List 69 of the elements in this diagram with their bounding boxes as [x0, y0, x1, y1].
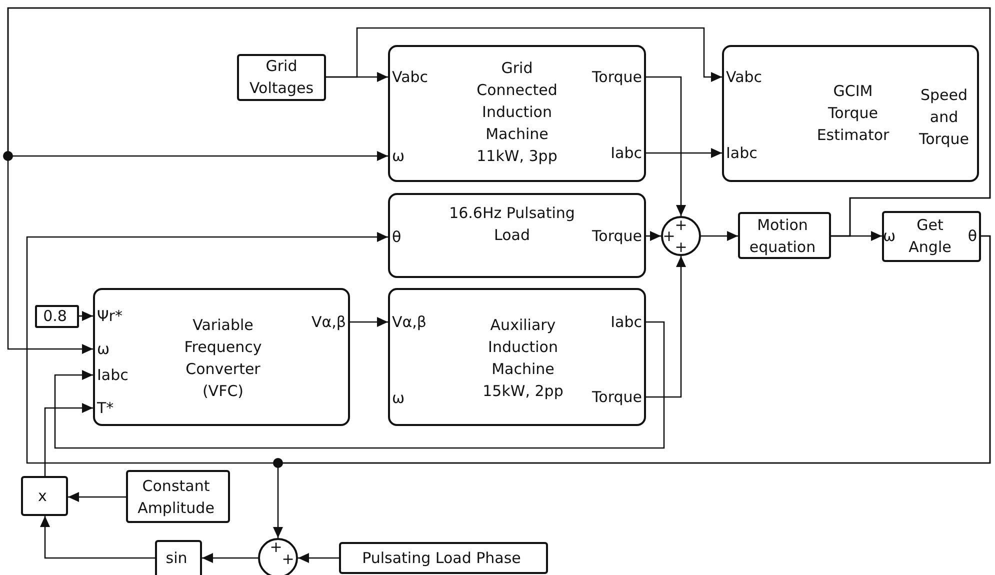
block-label: Grid Voltages	[248, 56, 315, 99]
signal-arrow	[68, 492, 126, 502]
system-block	[722, 45, 979, 182]
summing-junction	[258, 538, 298, 575]
source-block	[126, 470, 230, 523]
signal-arrow	[44, 403, 93, 476]
signal-arrow	[298, 553, 339, 563]
port-label: ω	[392, 146, 406, 167]
block-label: x	[37, 486, 48, 507]
constant-block	[35, 305, 79, 328]
plus-sign: +	[674, 237, 688, 258]
plus-sign: +	[662, 226, 676, 247]
block-label: Constant Amplitude	[136, 476, 216, 519]
port-label: Vabc	[726, 67, 764, 88]
port-label: Vα,β	[392, 312, 428, 333]
port-label: Iabc	[610, 312, 642, 333]
port-label: Vabc	[392, 67, 430, 88]
signal-arrow	[646, 76, 686, 216]
system-block	[882, 211, 981, 262]
signal-arrow	[79, 311, 93, 321]
port-label: Grid Connected Induction Machine 11kW, 3pp	[476, 58, 558, 167]
summing-junction	[661, 216, 701, 256]
system-block	[388, 193, 646, 278]
system-block	[738, 212, 831, 259]
system-block	[388, 45, 646, 182]
port-label: GCIM Torque Estimator	[816, 81, 890, 146]
multiplier-block	[21, 476, 68, 516]
port-label: Vα,β	[310, 312, 346, 333]
port-label: Torque	[591, 387, 642, 408]
signal-arrow	[646, 231, 661, 241]
plus-sign: +	[674, 215, 688, 236]
plus-sign: +	[269, 537, 283, 558]
block-label: Pulsating Load Phase	[361, 548, 522, 569]
port-label: Get Angle	[908, 215, 952, 258]
signal-arrow	[646, 148, 722, 158]
port-label: Iabc	[610, 143, 642, 164]
port-label: Speed and Torque	[918, 85, 970, 150]
signal-arrow	[40, 516, 155, 559]
signal-arrow	[350, 317, 388, 327]
source-block	[237, 54, 326, 101]
signal-arrow	[326, 27, 722, 82]
port-label: ω	[883, 226, 897, 247]
port-label: 16.6Hz Pulsating Load	[448, 203, 576, 246]
plus-sign: +	[281, 549, 295, 570]
port-label: ω	[392, 388, 406, 409]
port-label: Torque	[591, 226, 642, 247]
block-label: sin	[164, 548, 188, 569]
signal-arrow	[701, 231, 738, 241]
source-block	[339, 542, 548, 574]
signal-arrow	[54, 321, 665, 449]
system-block	[388, 288, 646, 426]
port-label: T*	[97, 398, 115, 419]
signal-arrow	[273, 235, 991, 538]
port-label: Ψr*	[97, 306, 124, 327]
port-label: ω	[97, 339, 111, 360]
block-label: Motion equation	[748, 215, 817, 258]
port-label: Iabc	[97, 365, 130, 386]
port-label: Torque	[591, 67, 642, 88]
signal-arrow	[7, 7, 991, 354]
port-label: θ	[392, 227, 402, 248]
signal-arrow	[646, 256, 686, 398]
function-block	[155, 540, 202, 575]
port-label: Auxiliary Induction Machine 15kW, 2pp	[482, 315, 564, 402]
block-label: 0.8	[42, 306, 68, 327]
port-label: Iabc	[726, 143, 758, 164]
signal-arrow	[202, 553, 258, 563]
port-label: θ	[966, 226, 977, 247]
port-label: Variable Frequency Converter (VFC)	[183, 315, 263, 402]
system-block	[93, 288, 350, 426]
